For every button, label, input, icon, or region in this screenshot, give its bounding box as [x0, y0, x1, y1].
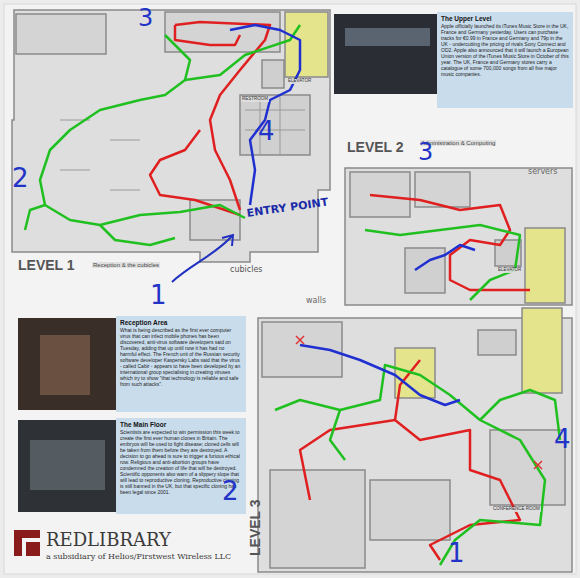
- callout-number: 4: [554, 426, 571, 452]
- room-label: RESTROOM: [241, 97, 269, 102]
- callout-number: 3: [138, 6, 153, 30]
- info-heading: Reception Area: [120, 319, 242, 327]
- info-heading: The Upper Level: [441, 15, 569, 23]
- company-tagline: a subsidiary of Helios/Firstwest Wireles…: [46, 553, 231, 561]
- callout-number: 4: [258, 118, 275, 144]
- room-label: ELEVATOR: [497, 268, 522, 273]
- callout-number: 1: [150, 282, 167, 308]
- callout-number: 1: [448, 540, 465, 566]
- callout-number: 2: [222, 478, 239, 504]
- handwritten-note: servers: [528, 168, 558, 176]
- info-box: The Upper LevelApple officially launched…: [333, 12, 573, 108]
- info-body: Apple officially launched its iTunes Mus…: [441, 23, 569, 77]
- company-name: REDLIBRARY: [46, 531, 171, 549]
- level-title: LEVEL 2: [347, 140, 404, 154]
- level-title: LEVEL 1: [18, 258, 75, 272]
- callout-number: 3: [418, 140, 433, 164]
- handwritten-note: walls: [306, 297, 326, 305]
- level-title: LEVEL 3: [248, 499, 262, 556]
- room-label: ELEVATOR: [287, 79, 312, 84]
- level-subtitle: Reception & the cubicles: [92, 262, 160, 268]
- callout-number: 2: [12, 165, 29, 191]
- info-box: Reception AreaWhat is being described as…: [16, 316, 246, 412]
- info-body: What is being described as the first eve…: [120, 327, 242, 387]
- info-heading: The Main Floor: [120, 421, 242, 429]
- info-box: The Main FloorScientists are expected to…: [16, 418, 246, 514]
- room-label: CONFERENCE ROOM: [492, 507, 541, 512]
- handwritten-note: cubicles: [230, 266, 262, 274]
